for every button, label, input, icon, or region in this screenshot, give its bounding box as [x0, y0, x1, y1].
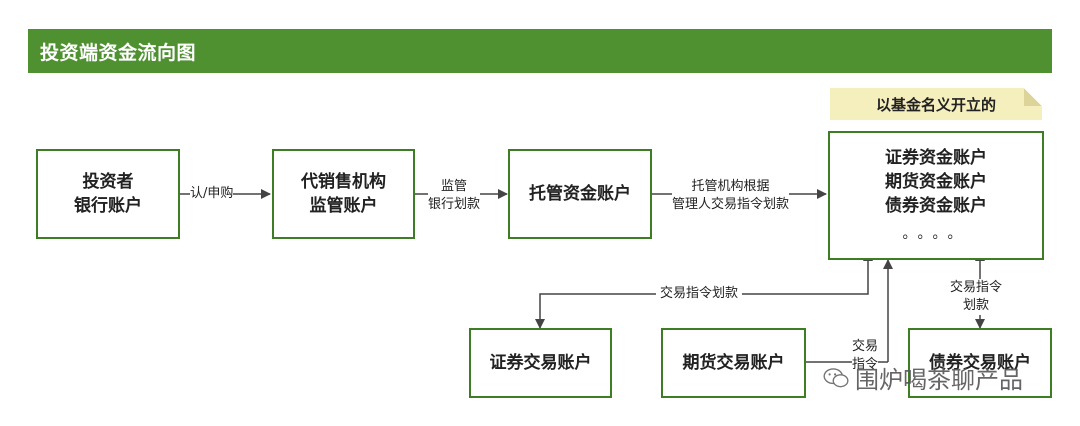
futures-label: 期货交易账户 [682, 353, 785, 373]
page-title: 投资端资金流向图 [40, 41, 197, 64]
futures-account-box: 期货交易账户 [661, 328, 806, 398]
bonds-label: 债券交易账户 [929, 353, 1031, 373]
supervise-line1: 监管 [441, 179, 468, 194]
account-note: 以基金名义开立的 [830, 88, 1042, 120]
securities-account-box: 证券交易账户 [469, 328, 612, 398]
sales-agency-box: 代销售机构 监管账户 [272, 149, 415, 239]
edge-label-subscribe: 认/申购 [190, 185, 234, 203]
fund-line3: 债券资金账户 [885, 195, 987, 216]
trade-cmd-line2: 指令 [852, 357, 879, 372]
edge-label-trade-command: 交易 指令 [852, 338, 879, 374]
fund-accounts-box: 证券资金账户 期货资金账户 债券资金账户 。。。。 [828, 131, 1044, 260]
investor-line1: 投资者 [82, 172, 134, 192]
custody-instr-line1: 托管机构根据 [691, 179, 770, 194]
fund-line1: 证券资金账户 [885, 147, 987, 168]
custody-account-box: 托管资金账户 [508, 149, 652, 239]
wechat-icon [823, 367, 849, 387]
trade-cmd-line1: 交易 [852, 339, 879, 354]
edge-label-trade-command-transfer: 交易指令 划款 [950, 279, 1003, 315]
custody-instr-line2: 管理人交易指令划款 [672, 197, 790, 212]
fund-dots: 。。。。 [902, 225, 970, 242]
watermark-text: 围炉喝茶聊产品 [855, 366, 1023, 394]
watermark: 围炉喝茶聊产品 [823, 360, 1023, 395]
edge-label-trade-transfer: 交易指令划款 [656, 285, 743, 303]
bonds-account-box: 债券交易账户 [908, 328, 1052, 398]
supervise-line2: 银行划款 [428, 197, 481, 212]
trade-cmd-transfer-line2: 划款 [963, 298, 990, 313]
sales-line2: 监管账户 [309, 196, 378, 216]
trade-cmd-transfer-line1: 交易指令 [950, 280, 1003, 295]
header-bar: 投资端资金流向图 [28, 29, 1052, 73]
sales-line1: 代销售机构 [301, 172, 386, 192]
fund-line2: 期货资金账户 [885, 171, 987, 192]
securities-label: 证券交易账户 [489, 353, 592, 373]
edge-label-custody-instruction: 托管机构根据 管理人交易指令划款 [672, 178, 790, 214]
investor-bank-box: 投资者 银行账户 [36, 149, 180, 239]
edge-label-supervise: 监管 银行划款 [428, 178, 481, 214]
investor-line2: 银行账户 [74, 196, 142, 216]
custody-label: 托管资金账户 [529, 184, 631, 204]
note-fold [1024, 88, 1042, 106]
